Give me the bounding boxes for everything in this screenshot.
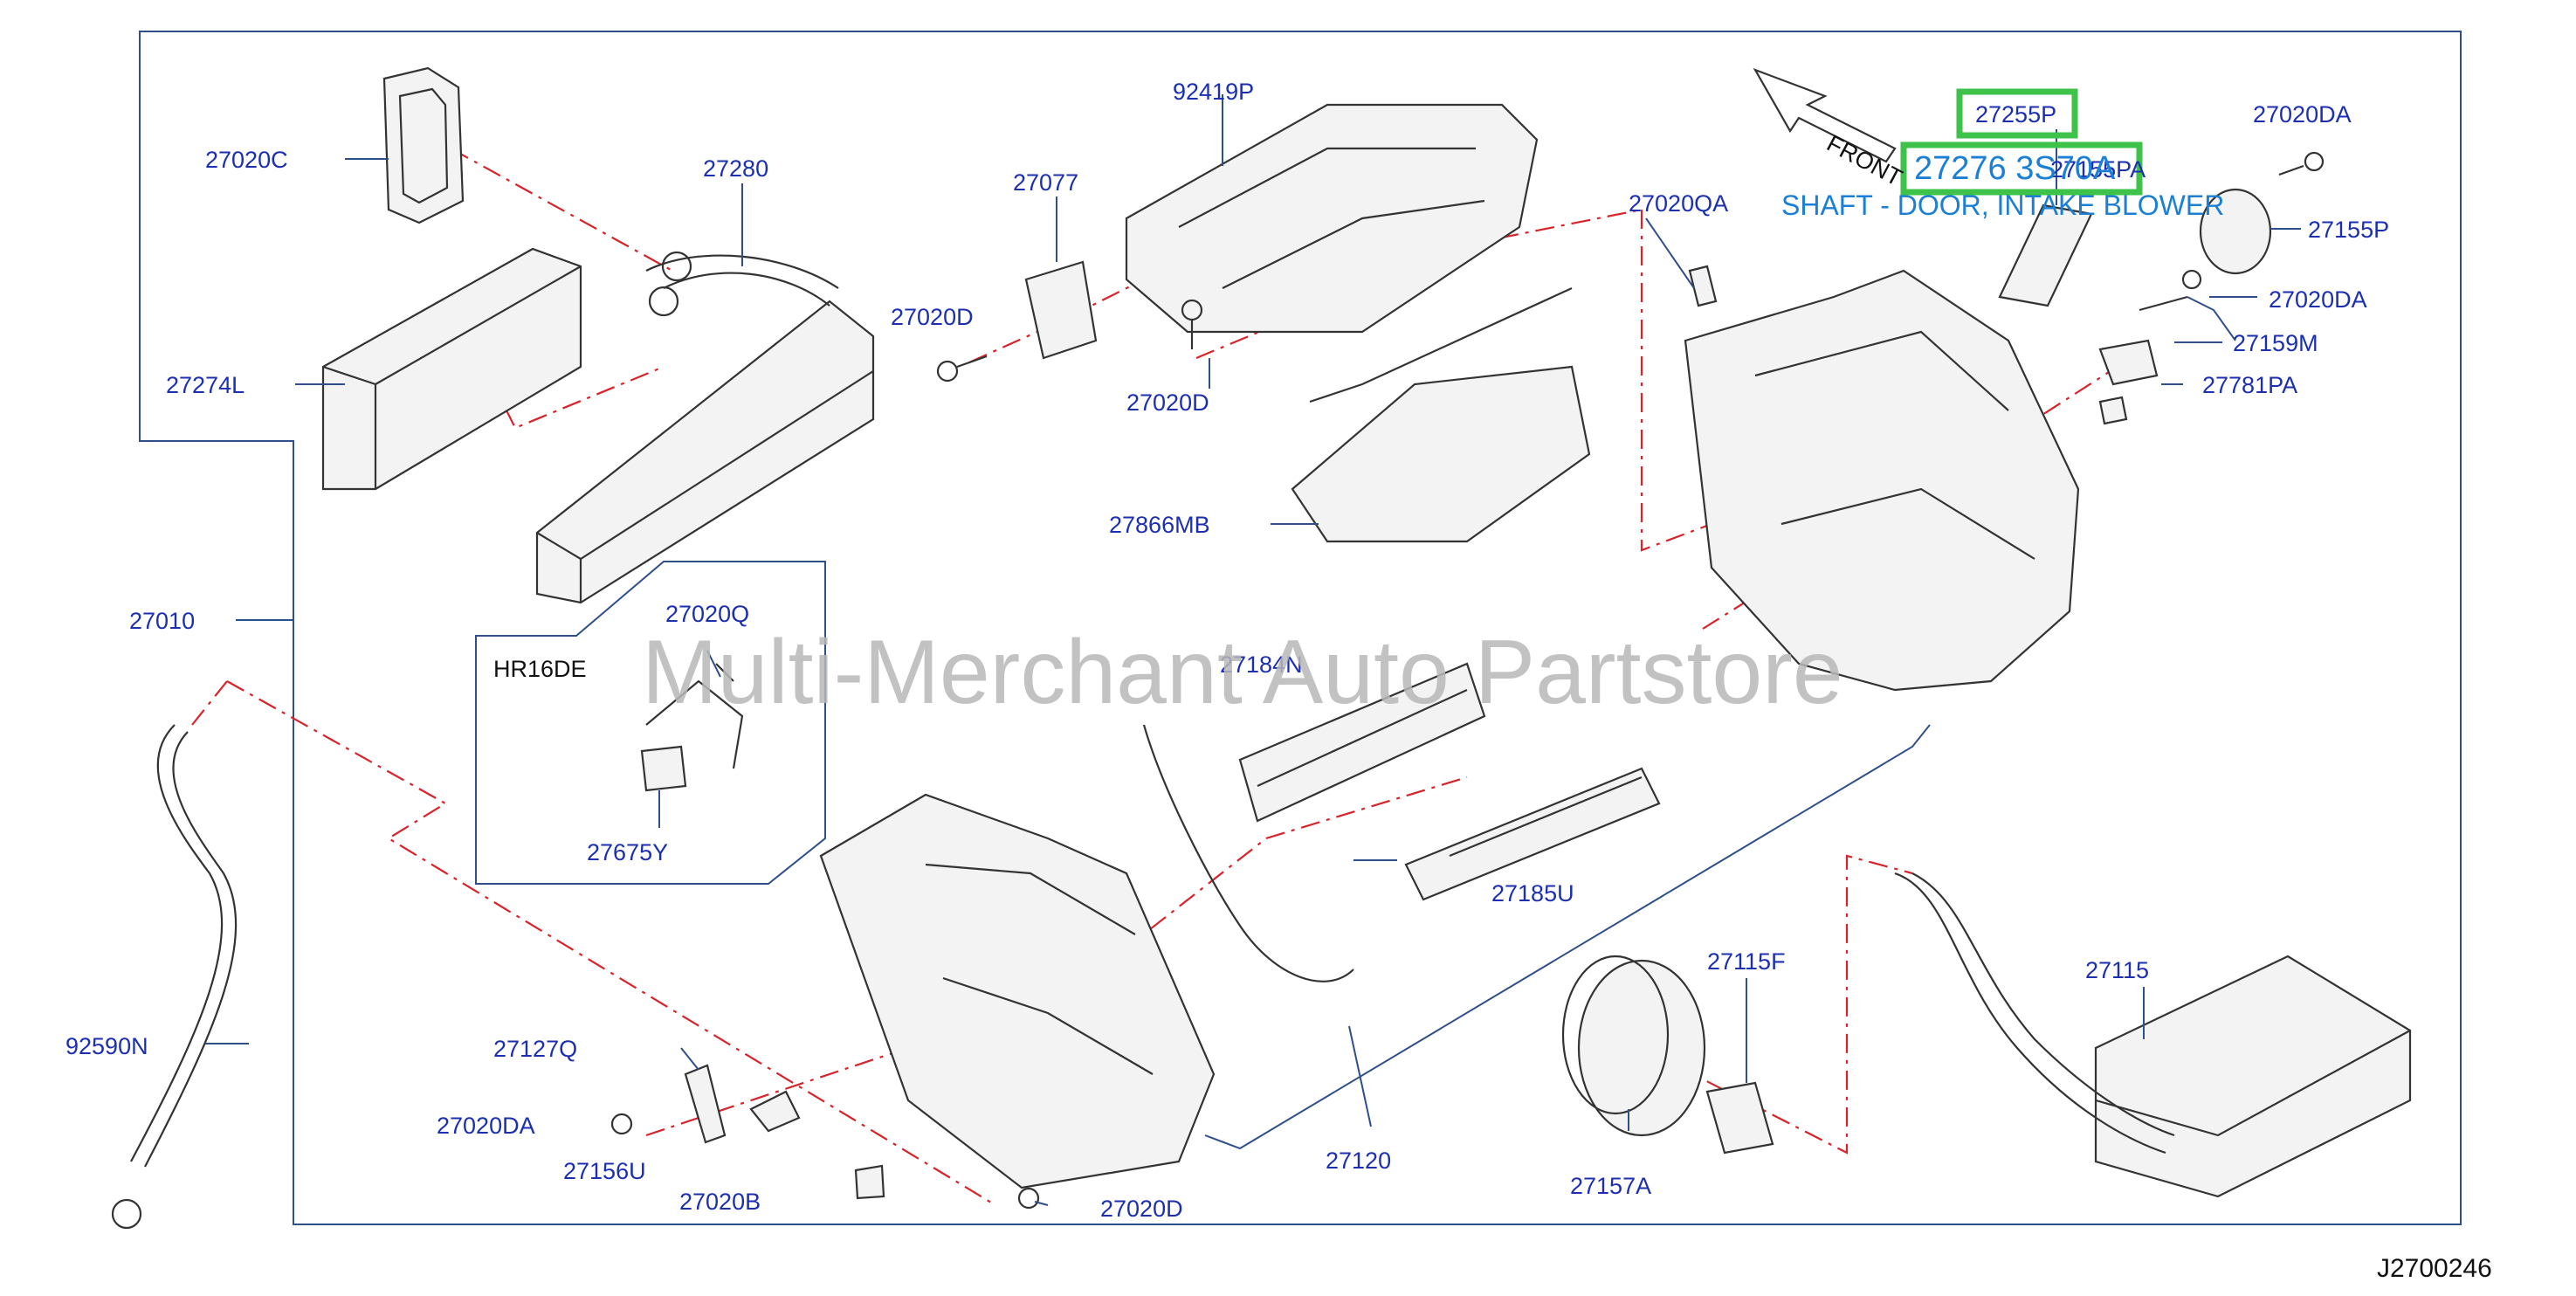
highlight-box-27255p[interactable]	[1956, 88, 2078, 139]
label-27020DA-lower[interactable]: 27020DA	[437, 1113, 535, 1139]
label-27156U[interactable]: 27156U	[563, 1158, 646, 1184]
hr16de-inset-frame	[475, 561, 826, 885]
label-27115F[interactable]: 27115F	[1707, 948, 1786, 975]
label-27155P[interactable]: 27155P	[2308, 217, 2389, 243]
part-labels: 27020C 27280 92419P 27077 27020D 27020D …	[65, 79, 2389, 1222]
label-27280[interactable]: 27280	[703, 155, 768, 182]
selected-part-description: SHAFT - DOOR, INTAKE BLOWER	[1781, 190, 2224, 221]
label-27010[interactable]: 27010	[129, 608, 195, 634]
label-27866MB[interactable]: 27866MB	[1109, 512, 1210, 538]
parts-artwork	[111, 66, 2412, 1230]
label-27020QA[interactable]: 27020QA	[1629, 190, 1728, 217]
watermark: Multi-Merchant Auto Partstore	[642, 622, 1843, 723]
label-27120[interactable]: 27120	[1326, 1148, 1391, 1174]
highlight-box-selected-part[interactable]	[1900, 141, 2143, 196]
assembly-frame	[139, 31, 2462, 1225]
selected-part-number[interactable]: 27276 3S70A	[1914, 150, 2116, 187]
label-27020DA-right[interactable]: 27020DA	[2269, 286, 2367, 313]
label-27020D-lower[interactable]: 27020D	[1100, 1196, 1183, 1222]
label-27781PA[interactable]: 27781PA	[2202, 372, 2297, 398]
label-27020DA-top[interactable]: 27020DA	[2253, 101, 2352, 128]
label-27157A[interactable]: 27157A	[1570, 1173, 1651, 1199]
front-label: FRONT	[1822, 130, 1906, 191]
label-27274L[interactable]: 27274L	[166, 372, 245, 398]
diagram-code: J2700246	[2377, 1254, 2492, 1283]
leader-lines	[205, 94, 2301, 1206]
label-27184N[interactable]: 27184N	[1220, 651, 1303, 678]
label-27020D-left[interactable]: 27020D	[891, 304, 974, 330]
label-27255P[interactable]: 27255P	[1975, 101, 2056, 128]
label-27675Y[interactable]: 27675Y	[587, 839, 668, 865]
label-27020B[interactable]: 27020B	[679, 1189, 761, 1215]
variant-label: HR16DE	[493, 656, 587, 682]
label-27020C[interactable]: 27020C	[205, 147, 288, 173]
label-27185U[interactable]: 27185U	[1491, 880, 1574, 907]
label-27159M[interactable]: 27159M	[2233, 330, 2318, 356]
label-27155PA[interactable]: 27155PA	[2050, 156, 2146, 183]
label-92419P[interactable]: 92419P	[1173, 79, 1254, 105]
label-27077[interactable]: 27077	[1013, 169, 1078, 196]
label-27020D-mid[interactable]: 27020D	[1126, 389, 1209, 416]
label-27020Q[interactable]: 27020Q	[665, 601, 749, 627]
label-92590N[interactable]: 92590N	[65, 1033, 148, 1059]
label-27115[interactable]: 27115	[2085, 957, 2149, 983]
label-27127Q[interactable]: 27127Q	[493, 1036, 577, 1062]
